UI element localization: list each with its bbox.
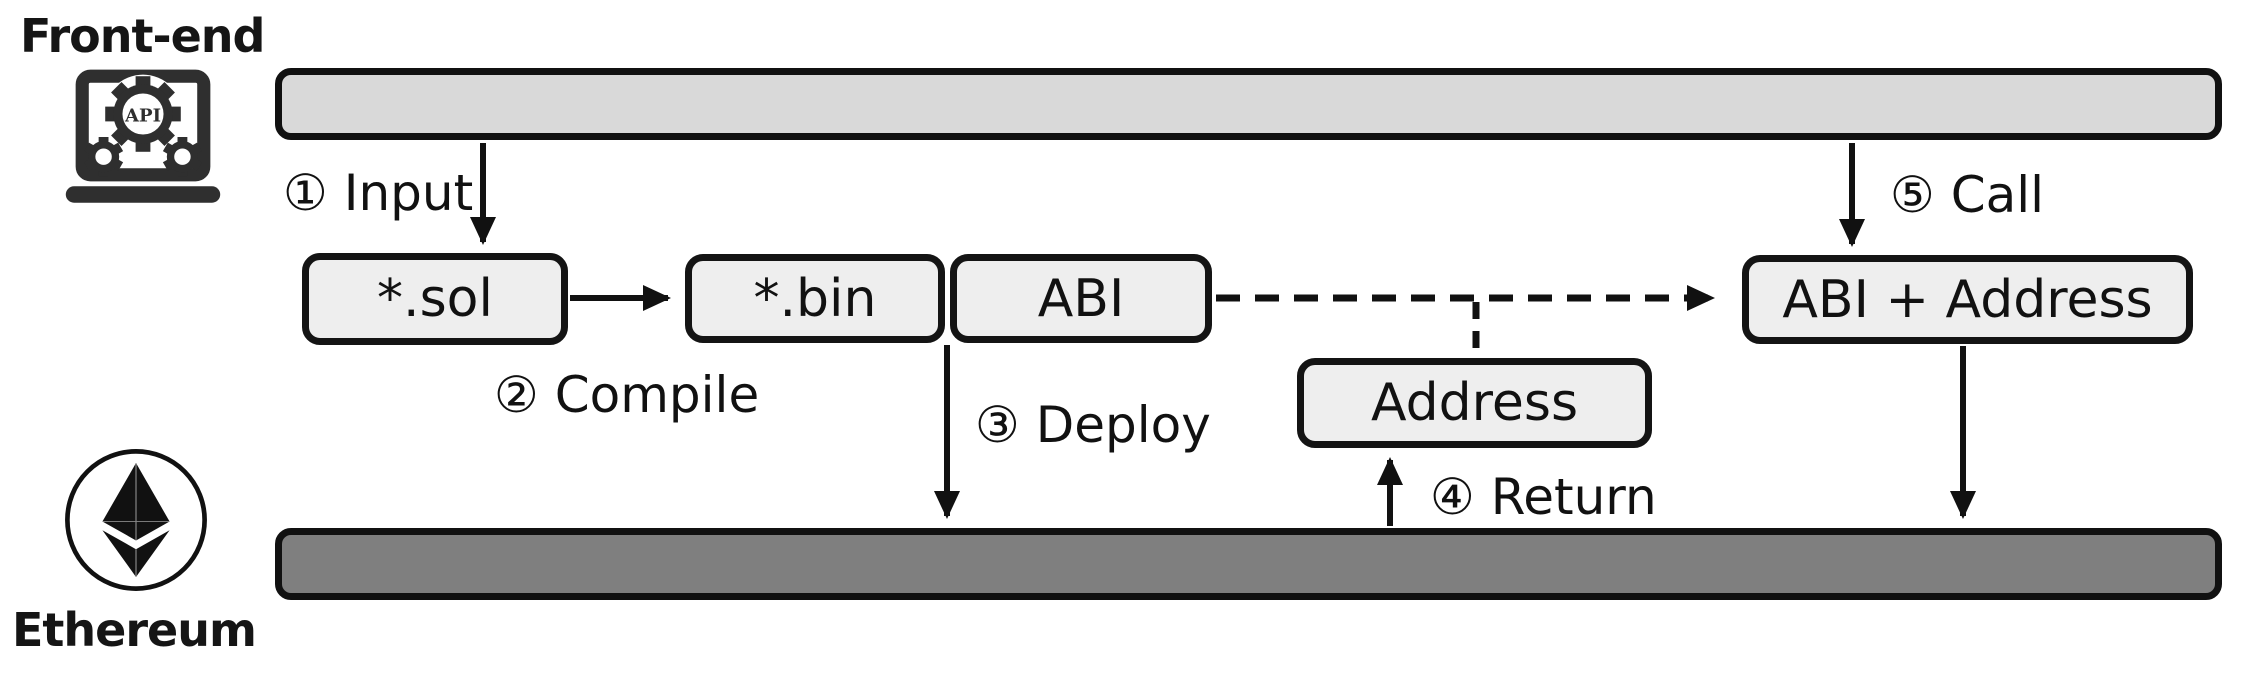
small-gear-right-icon [162, 137, 202, 177]
ethereum-lane-bar [275, 528, 2222, 600]
ethereum-logo-icon [63, 446, 209, 594]
api-text: API [124, 105, 161, 126]
step-compile-label: ② Compile [494, 366, 760, 424]
laptop-base [65, 186, 221, 203]
node-abi: ABI [950, 254, 1212, 343]
node-abi-address: ABI + Address [1742, 255, 2193, 344]
node-address: Address [1297, 358, 1652, 448]
laptop-api-icon: API [60, 68, 226, 206]
ethereum-title: Ethereum [12, 603, 257, 657]
node-sol: *.sol [302, 253, 568, 345]
step-return-label: ④ Return [1430, 468, 1657, 526]
step-call-label: ⑤ Call [1890, 166, 2045, 224]
step-input-label: ① Input [283, 164, 474, 222]
frontend-lane-bar [275, 68, 2222, 140]
step-deploy-label: ③ Deploy [975, 396, 1211, 454]
node-bin: *.bin [685, 254, 945, 343]
small-gear-left-icon [84, 137, 124, 177]
frontend-title: Front-end [20, 9, 265, 63]
